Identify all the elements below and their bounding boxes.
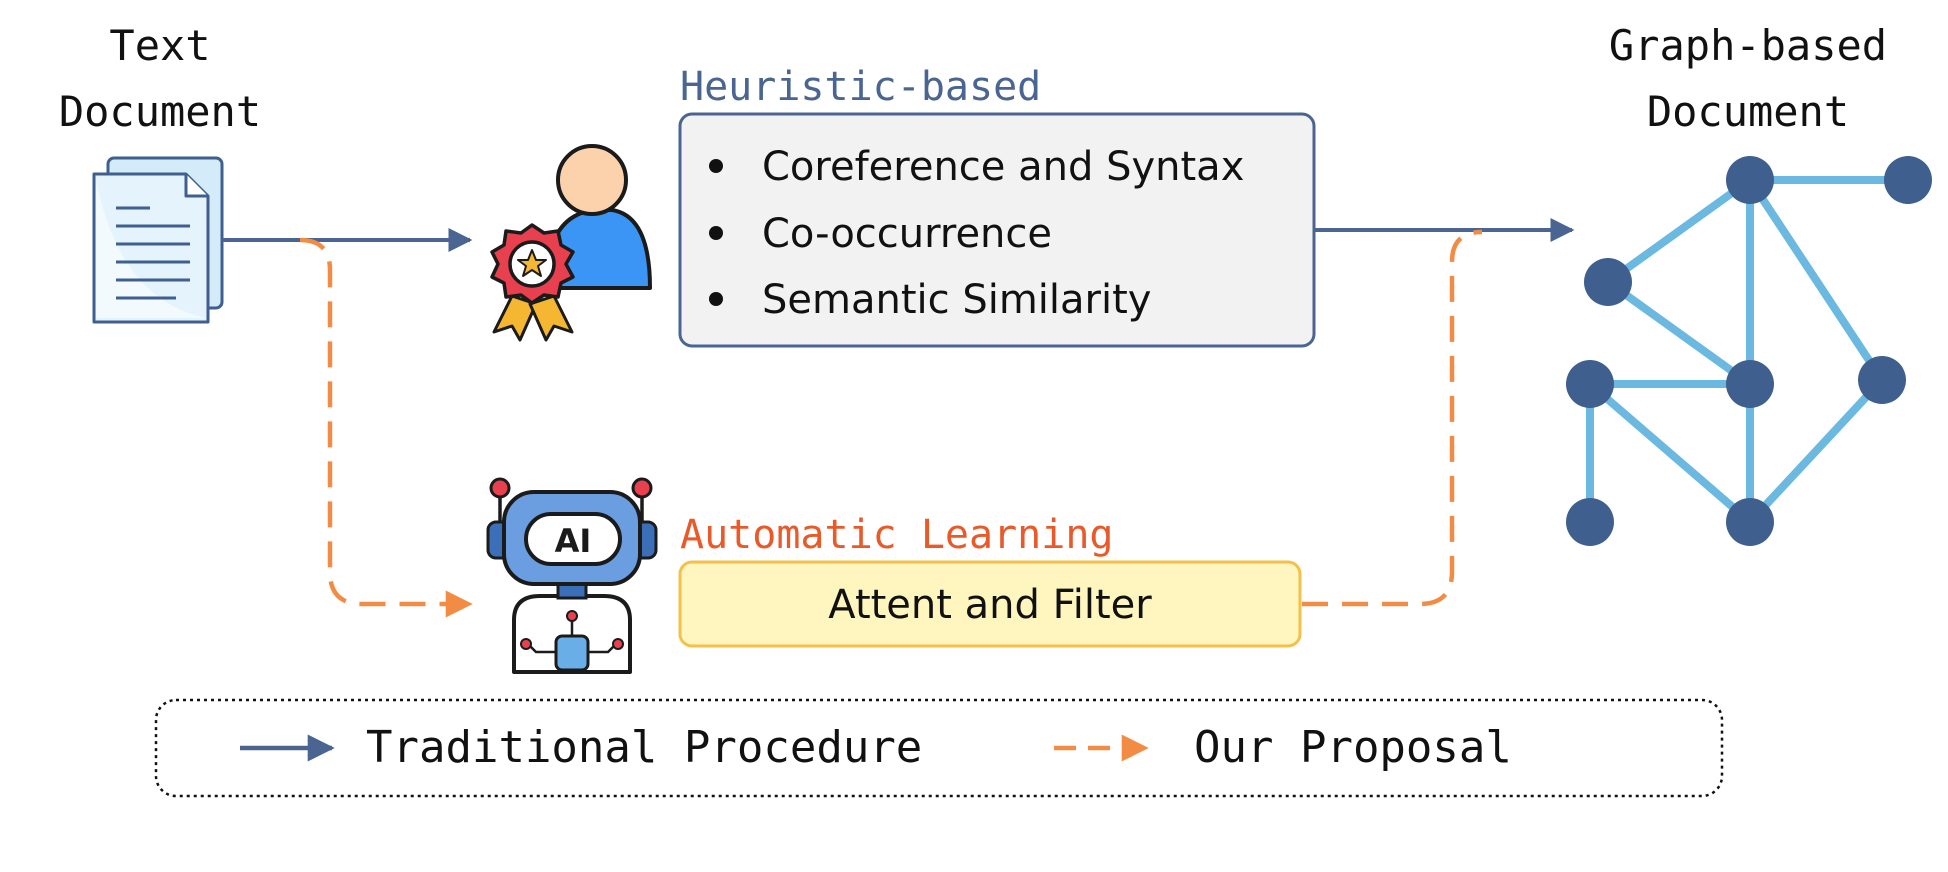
legend-proposal-label: Our Proposal: [1194, 722, 1512, 773]
robot-ai-label: AI: [555, 522, 592, 560]
heuristic-item-coreference: Coreference and Syntax: [762, 144, 1244, 190]
expert-badge-icon: [490, 144, 652, 342]
heuristic-box: [678, 112, 1316, 348]
heuristic-item-semantic: Semantic Similarity: [762, 277, 1151, 323]
heuristic-heading: Heuristic-based: [680, 64, 1041, 110]
bullet: [709, 292, 723, 306]
source-title-line1: Text: [109, 21, 210, 70]
graph-node: [1858, 356, 1906, 404]
bullet: [709, 159, 723, 173]
proposal-arrow-to-automatic: [299, 237, 473, 618]
graph-node: [1726, 498, 1774, 546]
automatic-box-text: Attent and Filter: [828, 582, 1152, 628]
graph-node: [1726, 360, 1774, 408]
ai-robot-icon: AI: [486, 477, 658, 674]
proposal-arrow-from-automatic: [1302, 229, 1483, 607]
graph-node: [1584, 258, 1632, 306]
document-icon: [92, 156, 224, 324]
target-title-line1: Graph-based: [1609, 21, 1887, 70]
source-title-line2: Document: [59, 87, 261, 136]
heuristic-item-cooccurrence: Co-occurrence: [762, 211, 1052, 257]
graph-icon: [1566, 156, 1932, 546]
legend: Traditional Procedure Our Proposal: [154, 698, 1724, 798]
bullet: [709, 226, 723, 240]
graph-node: [1884, 156, 1932, 204]
graph-node: [1566, 498, 1614, 546]
legend-traditional-label: Traditional Procedure: [366, 722, 922, 773]
target-title-line2: Document: [1647, 87, 1849, 136]
graph-node: [1566, 360, 1614, 408]
automatic-box: [678, 560, 1302, 648]
graph-node: [1726, 156, 1774, 204]
legend-box: [154, 698, 1724, 798]
automatic-heading: Automatic Learning: [680, 512, 1113, 558]
